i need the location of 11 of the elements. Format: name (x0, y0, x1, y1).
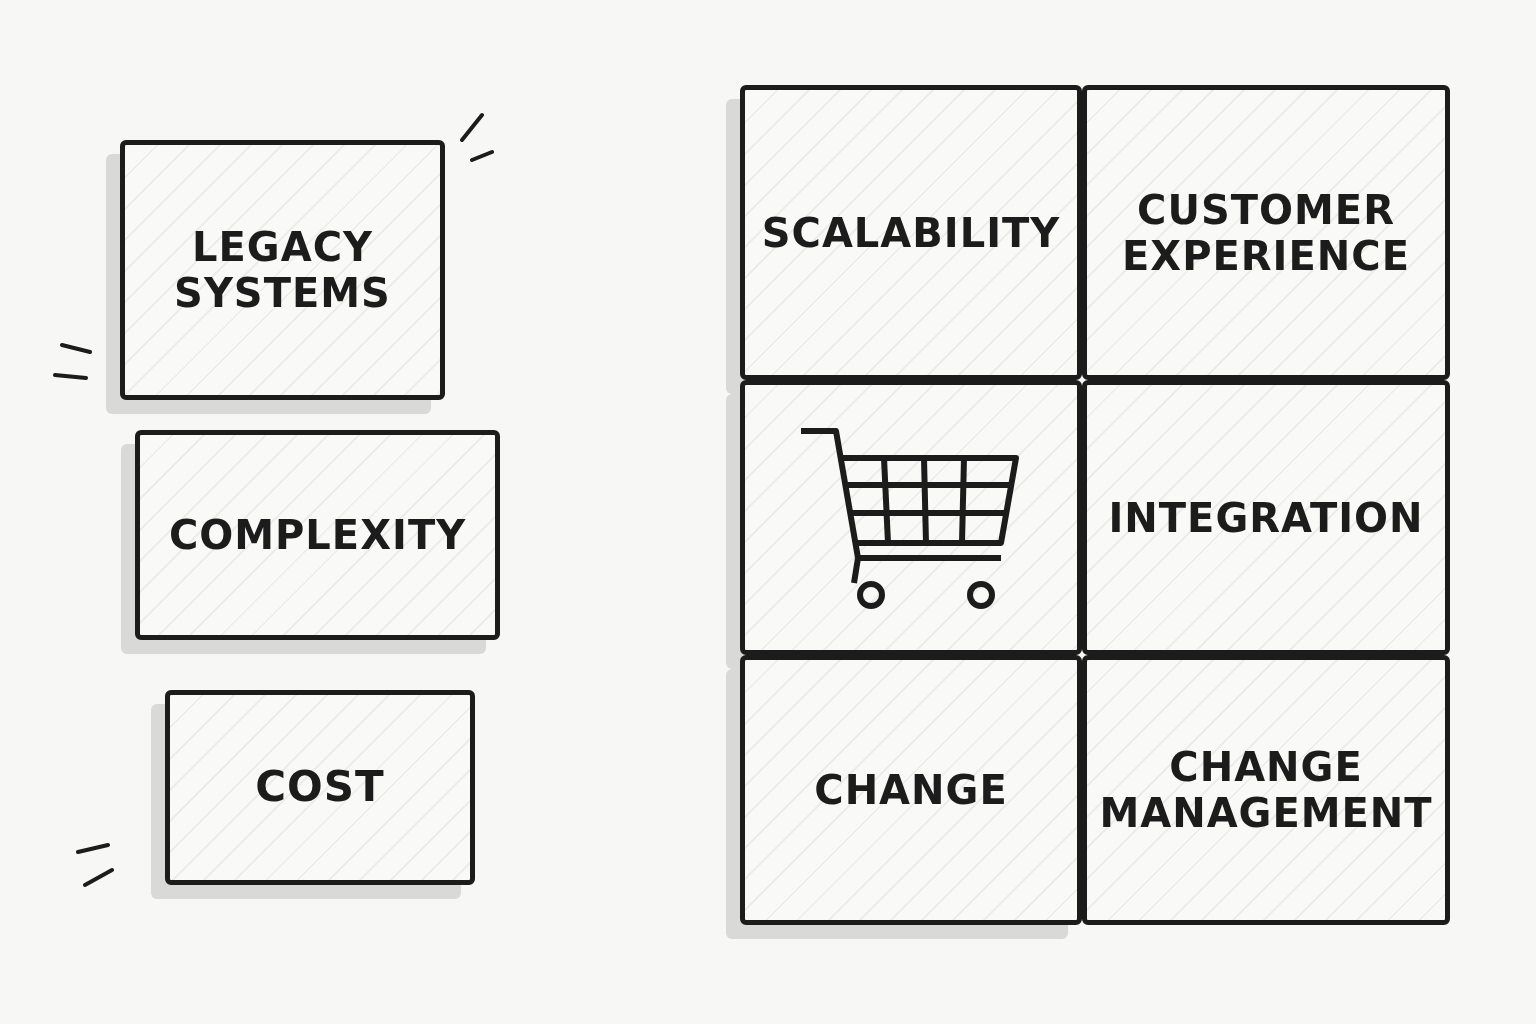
piece-label: LEGACY SYSTEMS (173, 224, 392, 316)
puzzle-piece (135, 430, 500, 640)
piece-label: CHANGE MANAGEMENT (1098, 744, 1434, 836)
piece-label: COST (254, 763, 386, 812)
piece-label: SCALABILITY (760, 209, 1062, 256)
piece-label: CUSTOMER EXPERIENCE (1121, 186, 1411, 279)
piece-label: COMPLEXITY (167, 512, 468, 558)
puzzle-piece (165, 690, 475, 885)
puzzle-piece (120, 140, 445, 400)
piece-label: CHANGE (813, 767, 1009, 813)
piece-label: INTEGRATION (1107, 494, 1425, 541)
